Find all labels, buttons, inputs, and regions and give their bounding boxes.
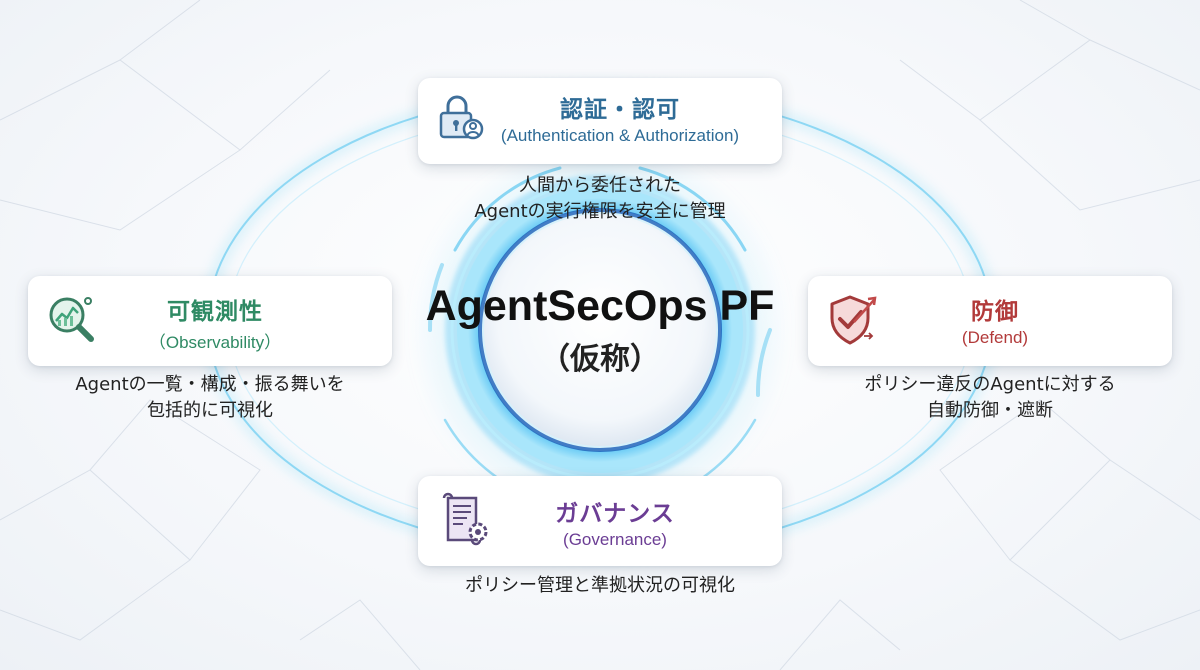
observability-description-line: Agentの一覧・構成・振る舞いを <box>75 374 345 395</box>
governance-description-line: ポリシー管理と準拠状況の可視化 <box>465 575 735 596</box>
observability-subtitle: （Observability） <box>148 333 282 352</box>
magnifier-chart-icon <box>49 297 94 342</box>
auth-title: 認証・認可 <box>560 97 680 123</box>
observability-title: 可観測性 <box>167 299 263 325</box>
platform-title: AgentSecOps PF <box>425 282 775 330</box>
auth-card: 認証・認可 (Authentication & Authorization) <box>418 78 782 164</box>
lock-user-icon <box>439 95 484 140</box>
defend-description-line: ポリシー違反のAgentに対する <box>864 374 1116 395</box>
governance-card: ガバナンス (Governance) <box>418 476 782 566</box>
auth-description-line: Agentの実行権限を安全に管理 <box>474 201 726 222</box>
platform-subtitle: （仮称） <box>540 342 660 377</box>
observability-description: Agentの一覧・構成・振る舞いを 包括的に可視化 <box>10 372 410 424</box>
document-gear-icon <box>442 492 488 546</box>
defend-description-line: 自動防御・遮断 <box>927 400 1053 421</box>
defend-title: 防御 <box>971 299 1019 325</box>
auth-description: 人間から委任された Agentの実行権限を安全に管理 <box>400 173 800 225</box>
shield-check-icon <box>830 295 877 345</box>
observability-card: 可観測性 （Observability） <box>28 276 392 366</box>
governance-title: ガバナンス <box>555 501 675 527</box>
observability-description-line: 包括的に可視化 <box>147 400 273 421</box>
governance-description: ポリシー管理と準拠状況の可視化 <box>400 573 800 599</box>
defend-card: 防御 (Defend) <box>808 276 1172 366</box>
auth-description-line: 人間から委任された <box>519 175 681 196</box>
auth-subtitle: (Authentication & Authorization) <box>500 126 740 145</box>
defend-subtitle: (Defend) <box>961 328 1029 347</box>
defend-description: ポリシー違反のAgentに対する 自動防御・遮断 <box>790 372 1190 424</box>
governance-subtitle: (Governance) <box>563 530 667 549</box>
